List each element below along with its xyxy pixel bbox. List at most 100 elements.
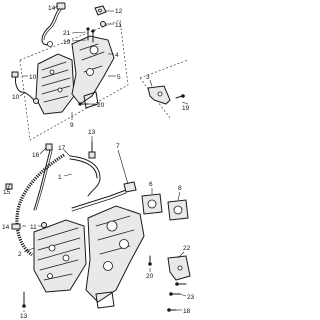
sensor-probe-left <box>41 222 47 228</box>
bracket-hole <box>157 91 163 97</box>
callout-labels: 14 12 11 21 19 4 5 10 10 9 20 19 16 3 17… <box>2 5 195 320</box>
callout-12: 12 <box>115 8 123 15</box>
leader-21 <box>71 31 87 34</box>
bracket-bolt-head <box>181 94 185 98</box>
callout-19-right: 19 <box>182 105 190 112</box>
nut-lower-4 <box>167 308 171 312</box>
leader-22 <box>177 251 185 259</box>
bracket-assembly-right <box>139 59 189 119</box>
washer-part <box>100 21 106 27</box>
lower-assembly <box>5 136 191 312</box>
callout-13-lower: 13 <box>20 313 28 320</box>
exhaust-manifold-parts-diagram: 14 12 11 21 19 4 5 10 10 9 20 19 16 3 17… <box>2 2 195 320</box>
leader-3 <box>149 79 153 87</box>
egr-pipe <box>69 155 101 197</box>
leader-19 <box>71 39 87 42</box>
callout-14-lower: 14 <box>2 224 10 231</box>
callout-20-lower: 20 <box>146 273 154 280</box>
manifold-lower-port-3 <box>103 261 113 271</box>
lower-shield-hole-1 <box>48 244 56 252</box>
callout-11: 11 <box>115 22 122 29</box>
egr-pipe-coil <box>15 153 65 257</box>
oxygen-sensor-wire <box>41 7 61 46</box>
heat-shield <box>35 53 75 115</box>
clamp-hole <box>98 8 102 13</box>
callout-20: 20 <box>97 102 105 109</box>
gasket-6-port <box>147 199 157 209</box>
manifold-lower-port-1 <box>106 220 118 232</box>
air-pipe-fitting <box>123 181 137 193</box>
leader-10b <box>19 92 25 97</box>
lower-shield-hole-3 <box>47 273 53 279</box>
bracket-22-hole <box>177 265 183 271</box>
manifold-lower-outlet <box>95 291 115 309</box>
nut-2 <box>91 29 95 33</box>
air-pipe <box>71 185 135 209</box>
callout-18: 18 <box>183 308 191 315</box>
callout-10-bottom: 10 <box>12 94 20 101</box>
callout-6: 6 <box>149 181 153 188</box>
air-pipe-inner <box>71 192 127 212</box>
heat-shield-lower <box>33 219 87 293</box>
sensor-body-left <box>11 223 21 230</box>
callout-23: 23 <box>187 294 195 301</box>
nut-1 <box>86 27 90 31</box>
sensor-lower-connector <box>45 143 53 151</box>
oxygen-sensor-wire-inner <box>43 8 63 41</box>
leader-7 <box>117 149 129 185</box>
callout-14: 14 <box>48 5 56 12</box>
sensor-wire-lower-inner <box>35 150 53 211</box>
callout-11-lower: 11 <box>30 224 37 231</box>
callout-1: 1 <box>58 174 62 181</box>
leader-8 <box>177 191 181 201</box>
heat-shield-hole-1 <box>49 69 55 75</box>
callout-13: 13 <box>88 129 96 136</box>
harness-connector <box>11 71 19 78</box>
leader-23 <box>179 293 187 297</box>
sensor-plug <box>33 98 39 104</box>
callout-21: 21 <box>63 30 71 37</box>
bolt-13b-head <box>22 304 26 308</box>
nut-lower-3 <box>169 292 173 296</box>
leader-14 <box>53 5 59 9</box>
gasket-8-port <box>173 205 183 215</box>
sensor-tip <box>47 41 53 47</box>
nut-lower-2 <box>175 282 179 286</box>
exhaust-manifold-lower <box>85 205 145 303</box>
clip-13-body <box>88 151 96 159</box>
lower-shield-hole-2 <box>62 254 70 262</box>
leader-17 <box>63 149 71 157</box>
manifold-lower-port-2 <box>119 239 129 249</box>
heat-shield-ribs <box>41 61 71 103</box>
bolt-20-head <box>78 102 82 106</box>
nut-lower-1 <box>148 262 152 266</box>
callout-15: 15 <box>3 189 11 196</box>
callout-8: 8 <box>178 185 182 192</box>
sensor-wire-lower <box>33 149 51 211</box>
leader-16 <box>39 147 47 155</box>
sensor-harness-left <box>15 75 35 101</box>
callout-19: 19 <box>63 39 71 46</box>
callout-5: 5 <box>117 74 121 81</box>
leader-1 <box>63 173 73 177</box>
callout-17: 17 <box>58 145 66 152</box>
bracket-bolt <box>175 95 183 99</box>
manifold-port-1 <box>89 45 99 55</box>
manifold-port-2 <box>86 68 94 76</box>
callout-22: 22 <box>183 245 191 252</box>
callout-3: 3 <box>146 74 150 81</box>
leader-19b <box>181 101 189 105</box>
leader-15 <box>7 183 11 189</box>
callout-9: 9 <box>70 122 74 129</box>
oxygen-sensor-connector <box>56 2 66 10</box>
heat-shield-lower-ribs <box>37 227 81 281</box>
heat-shield-hole-2 <box>57 87 63 93</box>
leader-2 <box>23 247 35 253</box>
upper-assembly <box>11 2 129 141</box>
callout-7: 7 <box>116 143 120 150</box>
callout-10-top: 10 <box>29 74 37 81</box>
egr-pipe-inner <box>69 158 98 179</box>
callout-4: 4 <box>115 52 119 59</box>
upper-assembly-outline <box>19 19 129 141</box>
callout-16: 16 <box>32 152 40 159</box>
